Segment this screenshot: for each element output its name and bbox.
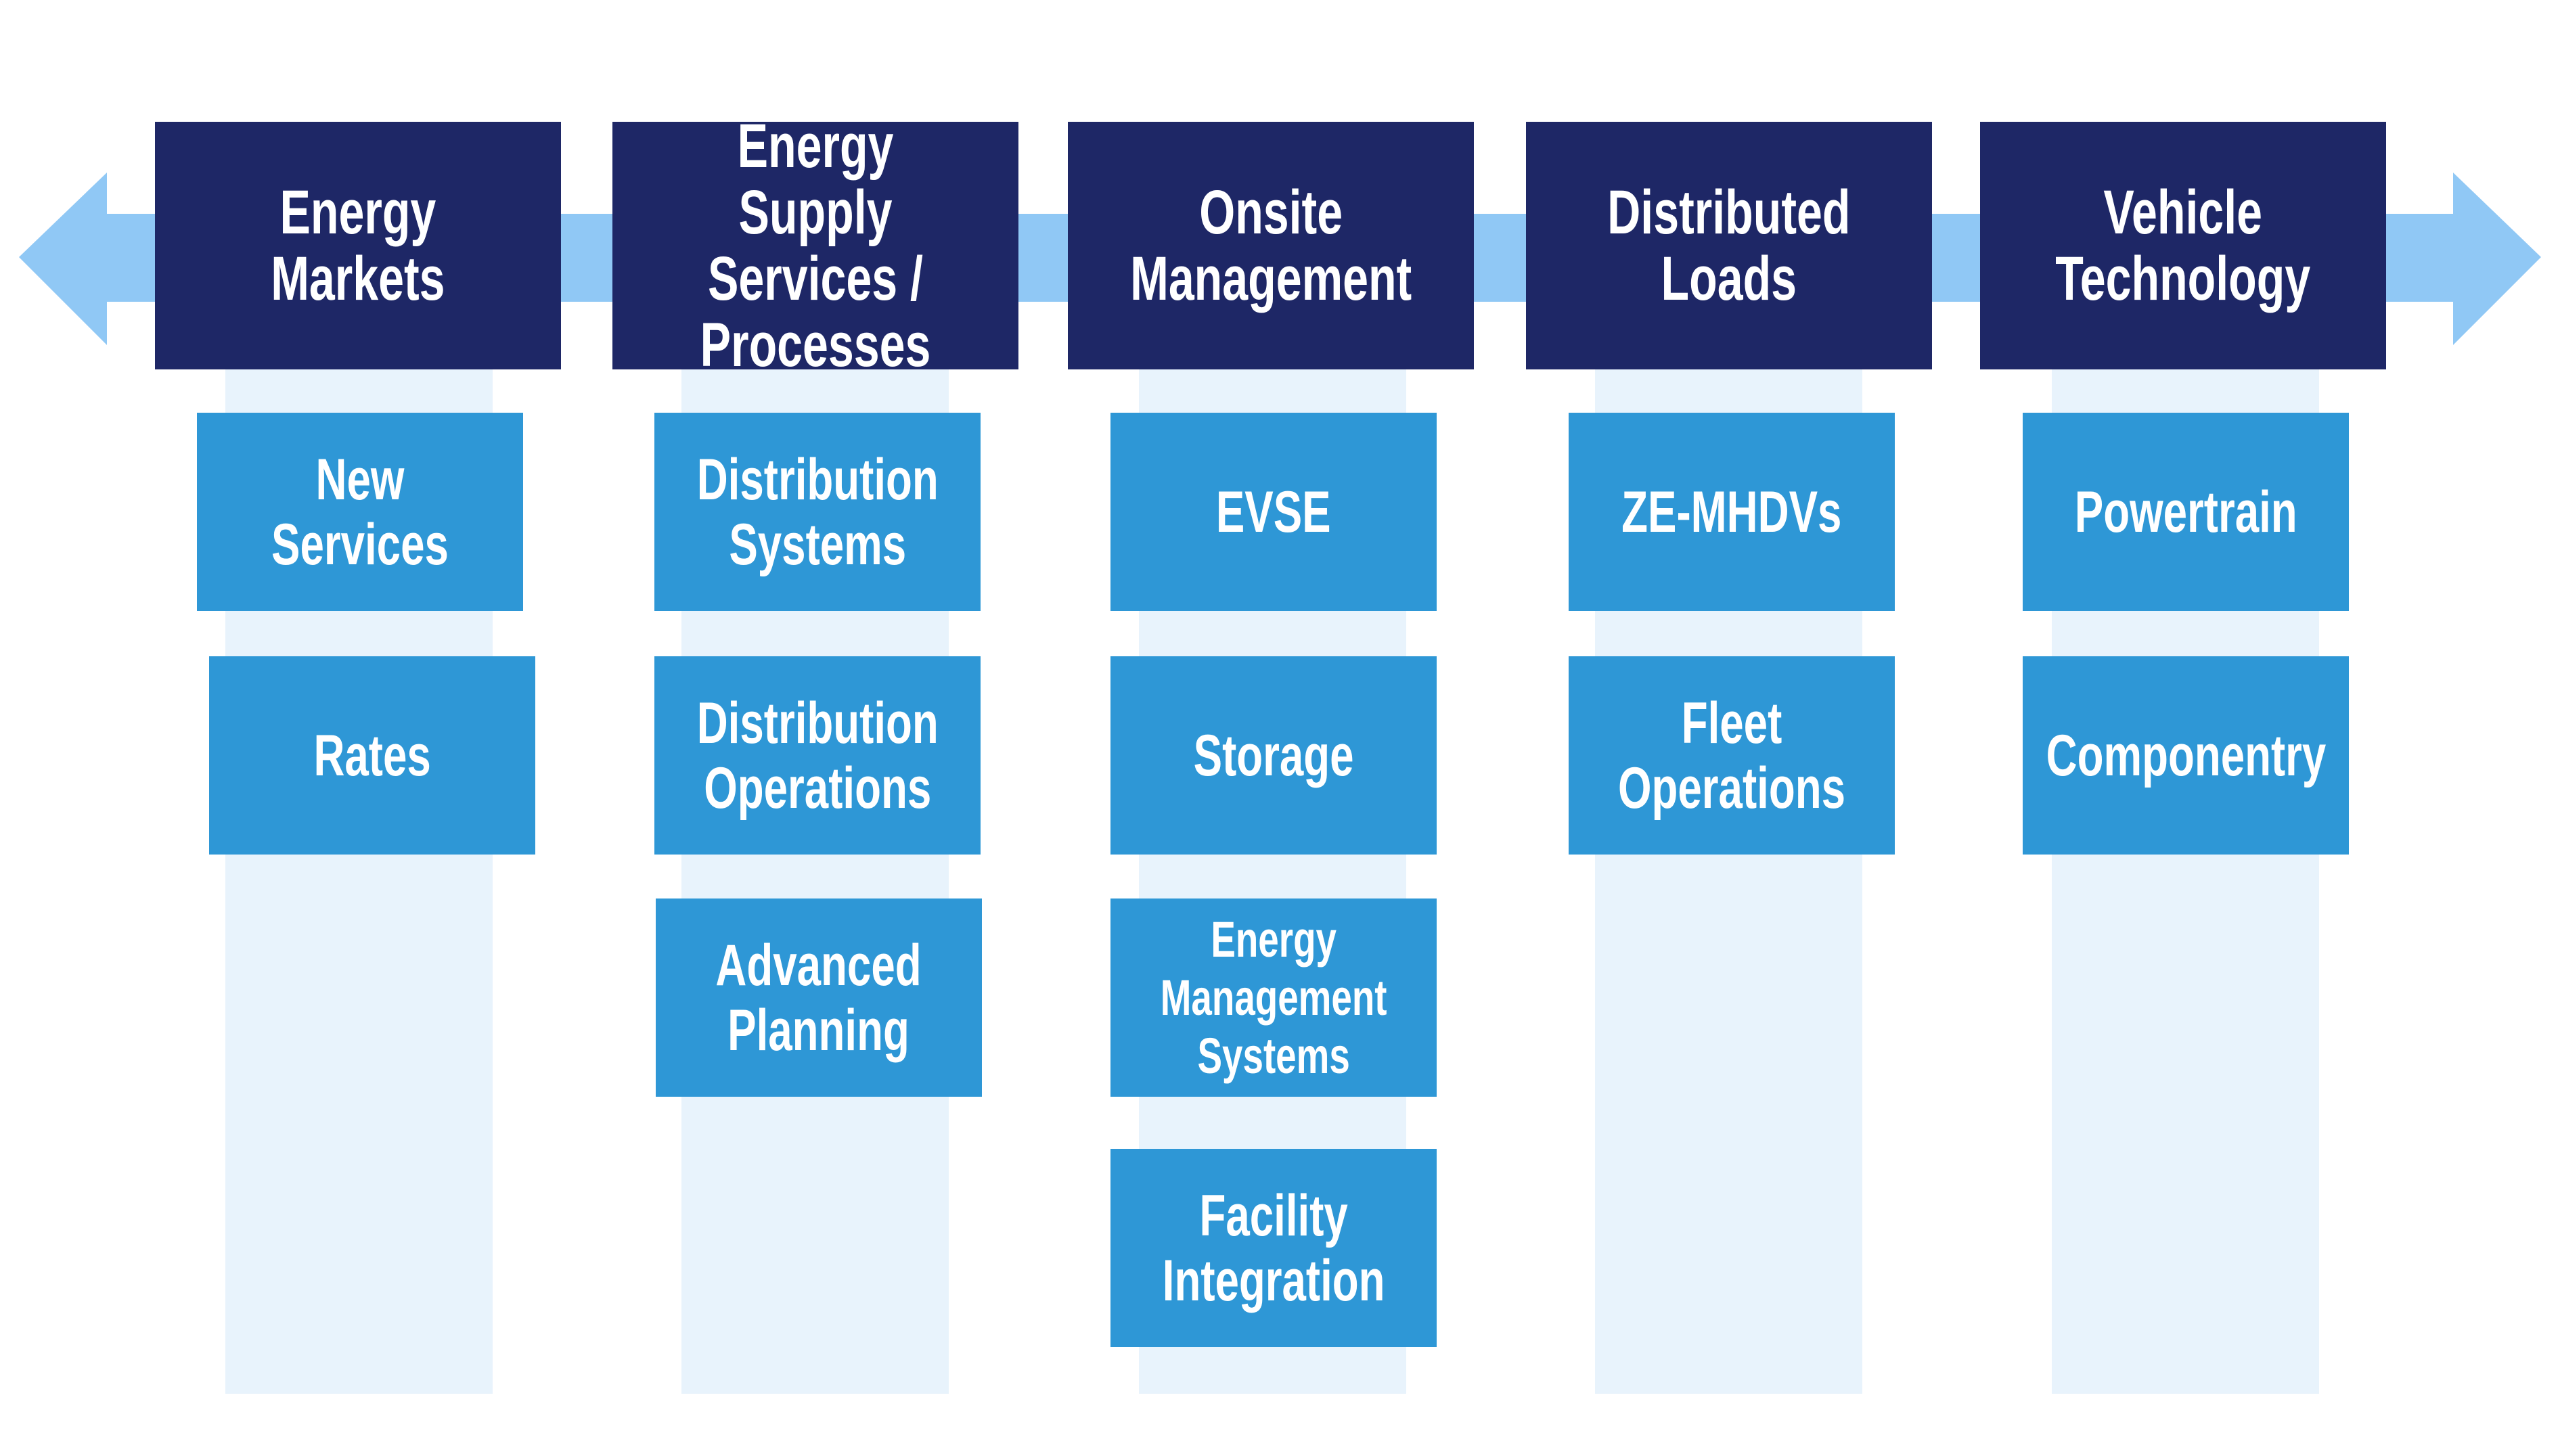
header-label: Energy Supply Services / Processes	[700, 112, 931, 380]
item-powertrain: Powertrain	[2023, 413, 2349, 611]
header-label: Distributed Loads	[1607, 178, 1851, 313]
item-advanced-planning: Advanced Planning	[656, 898, 982, 1097]
item-storage: Storage	[1110, 656, 1437, 855]
item-label: Energy Management Systems	[1160, 911, 1387, 1084]
item-fleet-operations: Fleet Operations	[1569, 656, 1895, 855]
item-label: ZE-MHDVs	[1621, 479, 1842, 545]
header-label: Energy Markets	[271, 178, 445, 313]
header-energy-markets: Energy Markets	[155, 122, 561, 369]
item-label: Componentry	[2046, 723, 2326, 788]
item-facility-integration: Facility Integration	[1110, 1149, 1437, 1347]
arrow-right-head-icon	[2453, 173, 2541, 345]
item-new-services: New Services	[197, 413, 523, 611]
header-energy-supply-services: Energy Supply Services / Processes	[612, 113, 1018, 378]
item-rates: Rates	[209, 656, 535, 855]
arrow-left-head-icon	[19, 173, 107, 345]
header-distributed-loads: Distributed Loads	[1526, 122, 1932, 369]
item-label: Distribution Systems	[696, 447, 939, 577]
item-label: EVSE	[1216, 479, 1331, 545]
item-evse: EVSE	[1110, 413, 1437, 611]
item-label: Powertrain	[2074, 479, 2297, 545]
header-vehicle-technology: Vehicle Technology	[1980, 122, 2386, 369]
header-onsite-management: Onsite Management	[1068, 122, 1474, 369]
item-distribution-operations: Distribution Operations	[654, 656, 981, 855]
item-ze-mhdvs: ZE-MHDVs	[1569, 413, 1895, 611]
item-componentry: Componentry	[2023, 656, 2349, 855]
header-label: Onsite Management	[1129, 178, 1412, 313]
item-energy-management-systems: Energy Management Systems	[1110, 898, 1437, 1097]
item-distribution-systems: Distribution Systems	[654, 413, 981, 611]
item-label: Facility Integration	[1162, 1183, 1385, 1313]
item-label: Advanced Planning	[715, 932, 922, 1063]
item-label: New Services	[271, 447, 449, 577]
item-label: Storage	[1193, 723, 1354, 788]
item-label: Fleet Operations	[1618, 690, 1845, 821]
item-label: Rates	[313, 723, 431, 788]
header-label: Vehicle Technology	[2055, 178, 2311, 313]
item-label: Distribution Operations	[696, 690, 939, 821]
